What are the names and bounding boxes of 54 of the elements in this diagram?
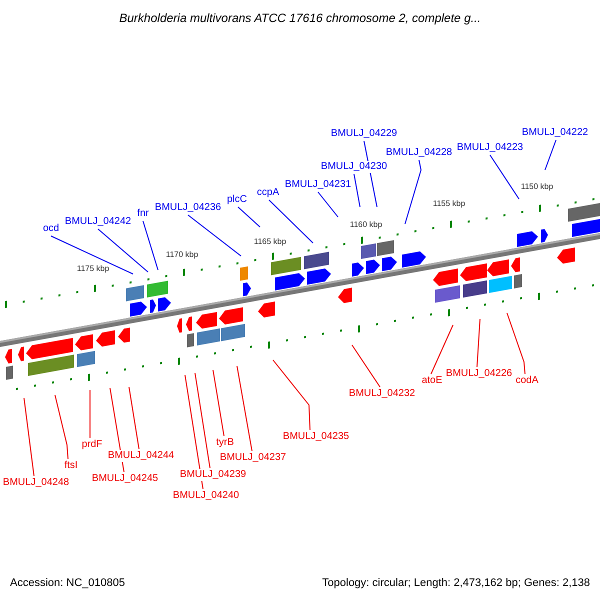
scale-label: 1165 kbp — [254, 237, 286, 247]
gene-label: BMULJ_04228 — [386, 147, 452, 159]
leader-line — [544, 140, 556, 170]
leader-line — [490, 154, 520, 200]
leader-line — [476, 318, 480, 368]
gene-label: tyrB — [216, 437, 234, 449]
gene-label: BMULJ_04239 — [180, 469, 246, 481]
leader-line — [194, 372, 210, 468]
leader-line — [110, 388, 124, 472]
gene-label: BMULJ_04248 — [2, 477, 70, 489]
leader-line — [404, 160, 422, 224]
leader-line — [506, 312, 526, 374]
leader-line — [430, 324, 454, 374]
leader-line — [54, 394, 68, 460]
genome-info: Topology: circular; Length: 2,473,162 bp; Genes: 2,138 — [322, 576, 590, 591]
leader-line — [188, 214, 242, 256]
leader-line — [354, 174, 360, 208]
gene-label: BMULJ_04223 — [456, 142, 524, 154]
leader-line — [128, 386, 140, 450]
leader-line — [236, 366, 252, 452]
leader-line — [268, 200, 314, 244]
accession-info: Accession: NC_010805 — [10, 576, 125, 591]
gene-label: BMULJ_04237 — [220, 452, 286, 464]
gene-label: BMULJ_04245 — [92, 473, 158, 485]
gene-label: BMULJ_04230 — [320, 161, 388, 173]
gene-label: BMULJ_04231 — [284, 179, 352, 191]
gene-label: BMULJ_04244 — [108, 450, 174, 462]
scale-label: 1170 kbp — [166, 250, 198, 260]
leader-line — [238, 206, 260, 228]
gene-label: BMULJ_04242 — [64, 216, 132, 228]
scale-label: 1175 kbp — [76, 264, 110, 274]
leader-line — [98, 228, 148, 272]
gene-label: prdF — [82, 439, 102, 451]
gene-label: BMULJ_04235 — [282, 431, 350, 443]
leader-line — [212, 370, 224, 436]
leader-line — [318, 192, 338, 218]
scale-label: 1150 kbp — [520, 182, 554, 192]
leader-line — [272, 360, 310, 430]
gene-label: BMULJ_04229 — [330, 128, 398, 140]
gene-label: BMULJ_04232 — [348, 388, 416, 400]
gene-label: ccpA — [256, 187, 280, 199]
gene-label: plcC — [227, 194, 247, 206]
leader-line — [50, 236, 134, 274]
leader-line — [24, 398, 34, 476]
gene-label: BMULJ_04222 — [522, 127, 588, 139]
title: Burkholderia multivorans ATCC 17616 chromosome 2, complete g... — [118, 10, 482, 27]
scale-label: 1155 kbp — [432, 199, 466, 209]
leader-line — [184, 374, 204, 490]
gene-label: BMULJ_04226 — [446, 368, 512, 380]
leader-line — [142, 220, 158, 270]
leader-line — [352, 344, 380, 388]
scale-label: 1160 kbp — [350, 220, 382, 230]
gene-label: BMULJ_04240 — [172, 490, 240, 502]
gene-label: BMULJ_04236 — [154, 202, 222, 214]
